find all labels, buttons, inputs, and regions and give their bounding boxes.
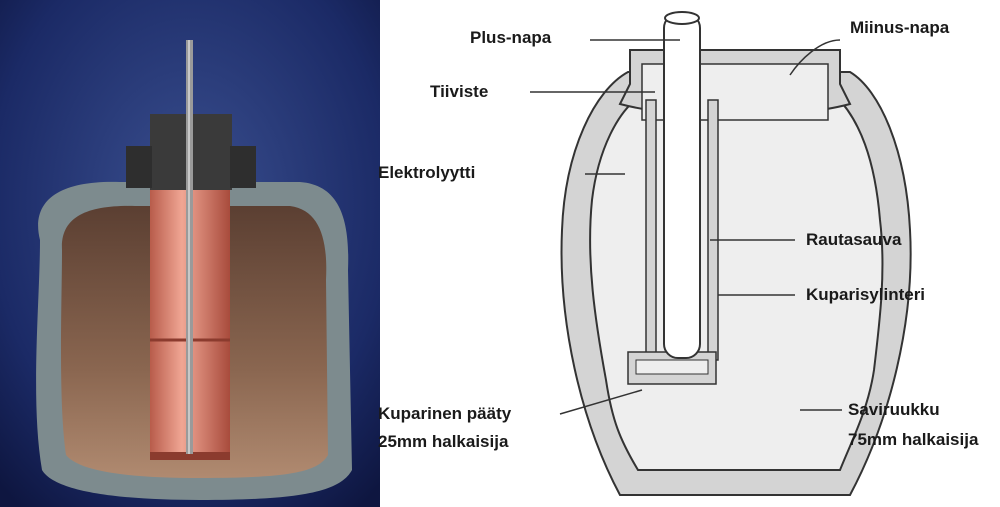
copper-cylinder-diagram [646, 100, 656, 360]
battery-cutaway-photo [0, 0, 380, 507]
clay-pot-inner [590, 95, 882, 470]
label-kuparisylinteri: Kuparisylinteri [806, 285, 925, 305]
label-miinus-napa: Miinus-napa [850, 18, 949, 38]
label-rautasauva: Rautasauva [806, 230, 901, 250]
label-saviruukku-size: 75mm halkaisija [848, 430, 978, 450]
label-elektrolyytti: Elektrolyytti [378, 163, 475, 183]
label-plus-napa: Plus-napa [470, 28, 551, 48]
label-saviruukku: Saviruukku [848, 400, 940, 420]
label-kuparinen-paaty: Kuparinen pääty [378, 404, 511, 424]
label-tiiviste: Tiiviste [430, 82, 488, 102]
iron-rod [664, 14, 700, 358]
label-kuparinen-paaty-size: 25mm halkaisija [378, 432, 508, 452]
